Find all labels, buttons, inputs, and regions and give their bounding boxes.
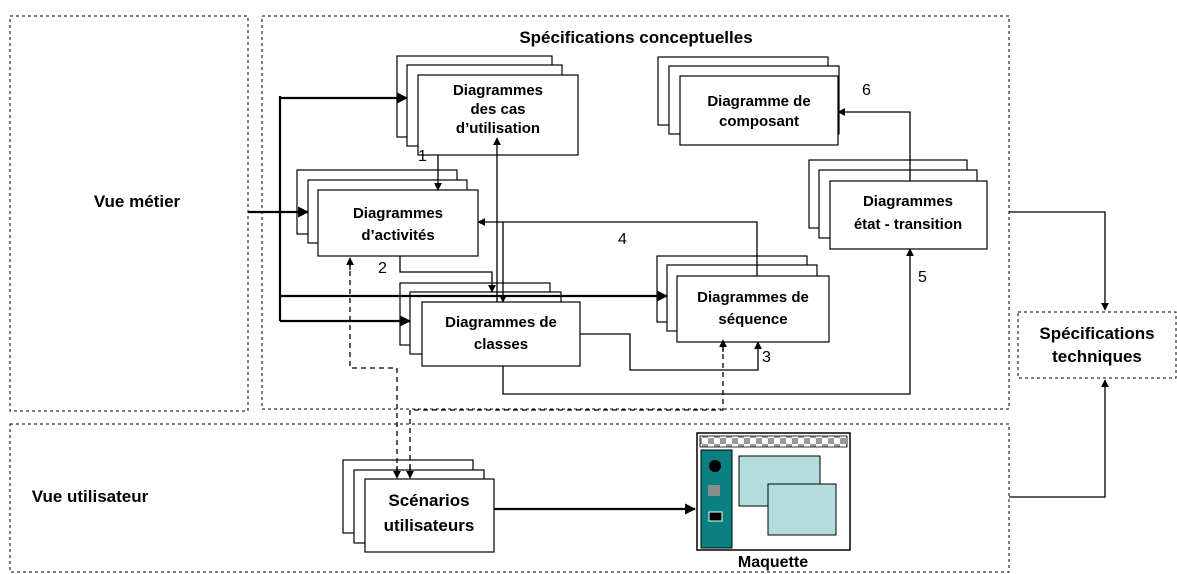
maquette-mockup (696, 432, 851, 551)
maquette-titlebar (699, 435, 848, 448)
cas-utilisation-stack: Diagrammes des cas d’utilisation (396, 55, 579, 156)
vue-utilisateur-label: Vue utilisateur (32, 487, 149, 506)
sequence-line2: séquence (718, 311, 787, 328)
activites-line1: Diagrammes (353, 205, 443, 222)
etat-transition-box (829, 180, 988, 250)
step-number-1: 1 (418, 148, 427, 165)
specifications-conceptuelles-title: Spécifications conceptuelles (519, 28, 752, 47)
composant-box (679, 75, 839, 146)
composant-line1: Diagramme de (707, 93, 810, 110)
diagram-arrows (399, 108, 914, 395)
etat-transition-stack: Diagrammes état - transition (808, 159, 988, 250)
classes-box (421, 301, 581, 367)
composant-line2: composant (719, 113, 799, 130)
scenarios-line1: Scénarios (388, 491, 469, 510)
classes-line2: classes (474, 336, 528, 353)
maquette-round-button-icon (709, 460, 721, 472)
step-number-3: 3 (762, 349, 771, 366)
cas-utilisation-line3: d’utilisation (456, 120, 540, 137)
activites-stack: Diagrammes d’activités (296, 169, 479, 257)
step-number-5: 5 (918, 269, 927, 286)
scenarios-stack: Scénarios utilisateurs (342, 459, 495, 553)
to-techniques-arrows (1009, 211, 1109, 498)
maquette-window-front (767, 483, 837, 536)
step-number-4: 4 (618, 231, 627, 248)
sequence-stack: Diagrammes de séquence (656, 255, 830, 343)
scenarios-line2: utilisateurs (384, 516, 475, 535)
step-number-6: 6 (862, 82, 871, 99)
specifications-techniques-line2: techniques (1052, 347, 1142, 366)
cas-utilisation-line2: des cas (470, 101, 525, 118)
specifications-techniques-line1: Spécifications (1039, 324, 1154, 343)
etat-transition-line1: Diagrammes (863, 193, 953, 210)
vue-metier-arrows (248, 92, 669, 327)
maquette-label: Maquette (738, 554, 808, 571)
activites-line2: d’activités (361, 227, 434, 244)
maquette-small-button-icon (708, 511, 723, 522)
step-number-2: 2 (378, 260, 387, 277)
specifications-techniques-frame (1017, 311, 1177, 379)
cas-utilisation-line1: Diagrammes (453, 82, 543, 99)
classes-line1: Diagrammes de (445, 314, 557, 331)
activites-box (317, 189, 479, 257)
dashed-arrows (346, 257, 727, 479)
maquette-square-button-icon (708, 485, 720, 496)
sequence-line1: Diagrammes de (697, 289, 809, 306)
scenarios-box (364, 478, 495, 553)
sequence-box (676, 275, 830, 343)
etat-transition-line2: état - transition (854, 216, 962, 233)
vue-metier-label: Vue métier (94, 192, 181, 211)
vue-metier-frame (9, 15, 249, 412)
vue-utilisateur-frame (9, 423, 1010, 573)
composant-stack: Diagramme de composant (657, 56, 840, 146)
classes-stack: Diagrammes de classes (399, 282, 581, 367)
